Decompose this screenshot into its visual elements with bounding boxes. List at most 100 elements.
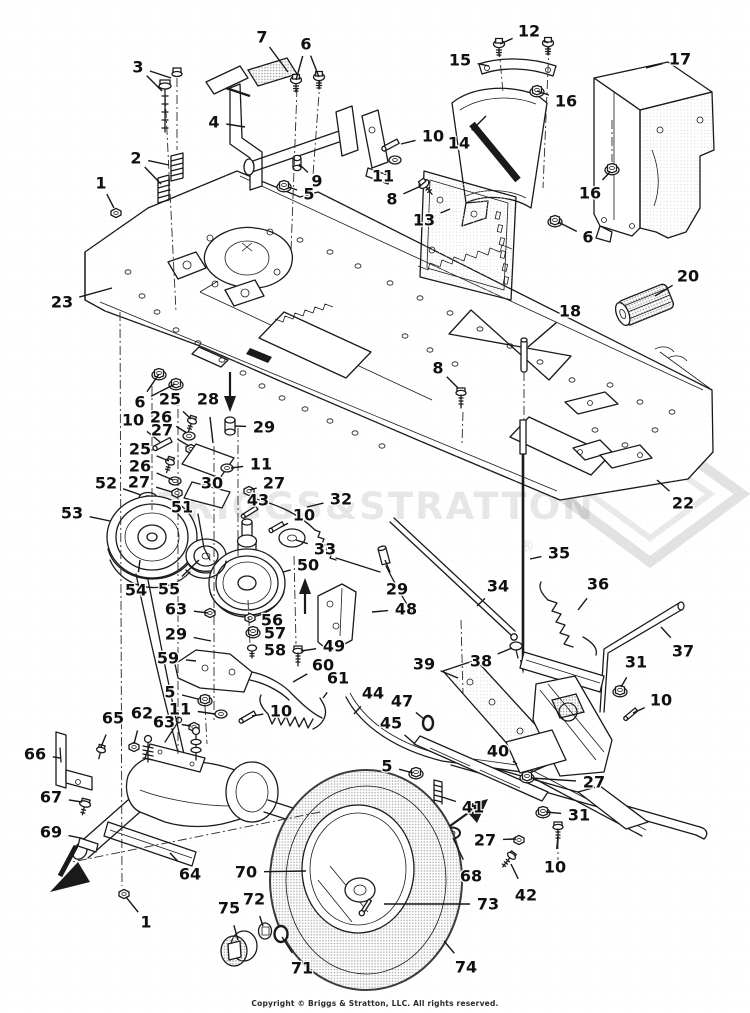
leader-line-23 [79, 287, 113, 298]
leader-line-6 [295, 55, 304, 81]
leader-line-5 [398, 768, 414, 774]
nut-part-56 [244, 612, 256, 624]
pin-part-10 [381, 138, 400, 152]
nut-part-1 [118, 888, 130, 900]
leader-line-45 [404, 734, 416, 745]
leader-line-10 [146, 430, 161, 443]
leader-line-48 [371, 609, 389, 613]
control-rods-group [251, 419, 708, 840]
rod-part-37 [599, 601, 685, 713]
washer-part-33 [278, 528, 306, 548]
callout-label-48: 48 [395, 600, 417, 619]
serrated-edge [274, 303, 334, 323]
washer-part-26 [182, 431, 196, 441]
drive-belt [109, 559, 227, 755]
leader-line-15 [477, 62, 490, 67]
callout-label-57: 57 [264, 624, 286, 643]
callout-label-1: 1 [95, 174, 106, 193]
leader-line-28 [209, 416, 214, 444]
leader-line-1 [106, 193, 115, 209]
nut-part-16 [604, 162, 620, 176]
leader-line-41 [441, 796, 457, 803]
callout-label-66: 66 [24, 745, 46, 764]
callout-label-69: 69 [40, 823, 62, 842]
callout-label-29: 29 [165, 625, 187, 644]
callout-label-27: 27 [151, 421, 173, 440]
leader-line-62 [133, 730, 139, 745]
deck-opening-right [448, 309, 572, 381]
nut-part-6 [168, 377, 184, 391]
callout-label-29: 29 [253, 418, 275, 437]
leader-line-10 [632, 706, 645, 714]
callout-label-61: 61 [327, 669, 349, 688]
callout-label-27: 27 [263, 474, 285, 493]
rod-part-34 [389, 517, 516, 637]
washer-part-11 [214, 709, 228, 719]
callout-label-27: 27 [583, 773, 605, 792]
bracket-part-48 [317, 583, 357, 653]
leader-line-26 [156, 472, 174, 481]
callout-label-49: 49 [323, 637, 345, 656]
leader-line-10 [251, 713, 264, 717]
transaxle-part-64 [50, 716, 331, 900]
callout-label-17: 17 [669, 50, 691, 69]
callout-label-10: 10 [422, 127, 444, 146]
leader-line-31 [545, 811, 562, 815]
callout-label-6: 6 [300, 35, 311, 54]
leader-line-65 [100, 734, 107, 748]
callout-label-47: 47 [391, 692, 413, 711]
callout-label-28: 28 [197, 390, 219, 409]
callout-label-11: 11 [372, 167, 394, 186]
callout-label-22: 22 [672, 494, 694, 513]
callout-label-8: 8 [432, 359, 443, 378]
brace-part-15 [478, 58, 557, 77]
leader-line-66 [52, 756, 61, 759]
axle-arrow-icon [50, 862, 90, 892]
leader-line-54 [137, 559, 141, 573]
leader-line-6 [146, 373, 160, 393]
washer-part-72 [257, 922, 273, 940]
callout-label-3: 3 [132, 58, 143, 77]
leader-line-17 [645, 62, 663, 69]
leader-line-20 [654, 284, 673, 297]
leader-line-61 [322, 691, 328, 699]
callout-label-11: 11 [250, 455, 272, 474]
drive-pulley-cluster [106, 491, 306, 755]
leader-line-10 [280, 522, 289, 528]
leader-line-32 [306, 502, 324, 508]
callout-label-35: 35 [548, 544, 570, 563]
callout-label-20: 20 [677, 267, 699, 286]
leader-line-27 [155, 486, 173, 493]
mount-bracket-part-66 [55, 731, 93, 791]
callout-label-4: 4 [208, 113, 219, 132]
leader-line-29 [384, 559, 391, 573]
callout-label-10: 10 [293, 506, 315, 525]
callout-label-5: 5 [303, 185, 314, 204]
leader-line-60 [292, 673, 308, 683]
nut-part-27 [171, 487, 183, 499]
leader-line-67 [68, 799, 83, 803]
leader-line-12 [543, 40, 549, 44]
callout-label-27: 27 [474, 831, 496, 850]
leader-line-68 [452, 837, 464, 861]
leader-line-53 [89, 516, 111, 522]
callout-label-72: 72 [243, 890, 265, 909]
leader-line-1 [125, 896, 139, 913]
nut-part-5 [197, 693, 213, 707]
callout-label-10: 10 [122, 411, 144, 430]
spacer-part-29 [224, 416, 236, 436]
callout-label-5: 5 [381, 757, 392, 776]
callout-label-6: 6 [134, 393, 145, 412]
callout-label-33: 33 [314, 540, 336, 559]
callout-label-71: 71 [291, 959, 313, 978]
leader-line-4 [226, 123, 246, 128]
leader-line-6 [150, 383, 176, 397]
leader-line-9 [298, 163, 309, 173]
callout-label-50: 50 [297, 556, 319, 575]
leader-line-12 [499, 37, 513, 45]
leader-line-33 [295, 539, 309, 545]
callout-label-68: 68 [460, 867, 482, 886]
bolt-part-10 [268, 521, 285, 534]
callout-label-30: 30 [201, 474, 223, 493]
